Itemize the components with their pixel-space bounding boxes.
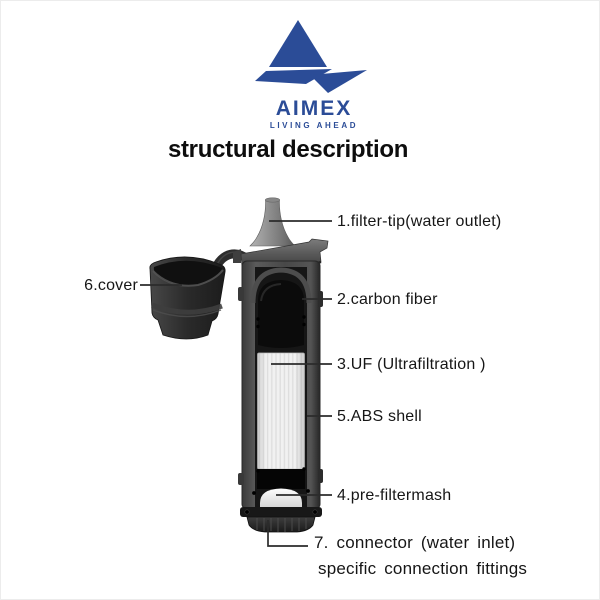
- part-label-filter-tip: 1.filter-tip(water outlet): [337, 213, 502, 230]
- aimex-logo-icon: [255, 20, 367, 93]
- bolt-dots: [252, 315, 310, 495]
- part-label-cover: 6.cover: [84, 277, 138, 294]
- part-label-abs-shell: 5.ABS shell: [337, 408, 422, 425]
- page-title: structural description: [167, 136, 409, 163]
- cover-cap: [149, 249, 255, 340]
- brand-tagline: LIVING AHEAD: [269, 121, 359, 130]
- uf-membrane: [257, 352, 305, 470]
- part-label-carbon-fiber: 2.carbon fiber: [337, 291, 438, 308]
- leader-lines: [140, 220, 332, 547]
- part-label-uf: 3.UF (Ultrafiltration ): [337, 356, 486, 373]
- brand-logo: AIMEX LIVING AHEAD: [253, 17, 375, 131]
- carbon-fiber-section: [258, 280, 304, 348]
- pre-filtermash-dome: [257, 469, 305, 507]
- brand-name: AIMEX: [275, 97, 353, 120]
- connector-base: [240, 507, 322, 533]
- part-label-connector-note: specific connection fittings: [318, 559, 528, 578]
- part-label-pre-filtermash: 4.pre-filtermash: [337, 487, 452, 504]
- filter-tip: [249, 197, 296, 247]
- part-label-connector: 7. connector (water inlet): [314, 533, 516, 552]
